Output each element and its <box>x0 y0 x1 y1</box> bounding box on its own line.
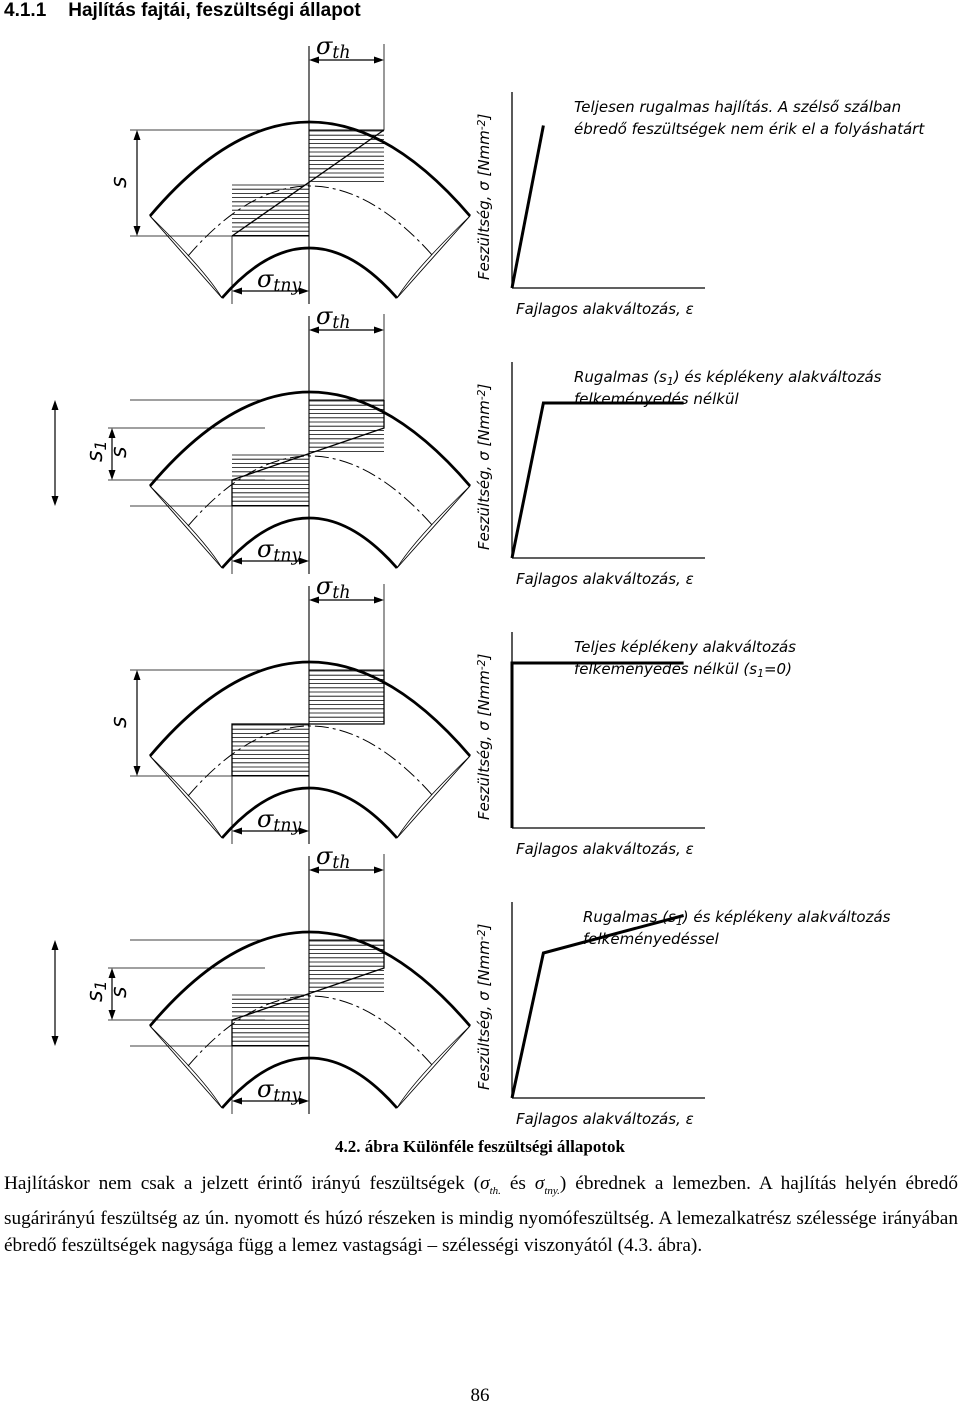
section-number: 4.1.1 <box>4 0 47 21</box>
strip-end-left <box>149 1025 223 1109</box>
stress-distribution <box>231 940 385 1046</box>
strip-end-left <box>149 485 223 569</box>
hatching <box>309 670 384 722</box>
x-axis-label: Fajlagos alakváltozás, ε <box>516 840 694 858</box>
y-axis-label: Feszültség, σ [Nmm-2] <box>475 113 493 280</box>
y-axis-label: Feszültség, σ [Nmm-2] <box>475 653 493 820</box>
hatching <box>232 994 309 1046</box>
neutral-fiber <box>187 725 434 797</box>
chart-title-line-1: Rugalmas (s1) és képlékeny alakváltozás <box>583 908 891 928</box>
stress-strain-curve <box>510 125 545 289</box>
sigma-th-label: σth <box>316 32 350 63</box>
strip-end-left <box>149 215 223 299</box>
sigma-tny-label: σtny <box>257 265 301 296</box>
stress-strain-curve <box>510 661 684 828</box>
s-dimension-label: s <box>107 177 132 188</box>
chart-title-line-1: Teljes képlékeny alakváltozás <box>574 638 796 656</box>
hatching <box>232 184 309 236</box>
page-number: 86 <box>470 1385 490 1406</box>
chart-title-line-2: felkeményedés nélkül <box>574 390 739 408</box>
stress-strain-curve <box>510 914 684 1099</box>
figure-panel-4: σth σtny ss1 Feszültség, σ [Nmm-2] Fajlagos … <box>51 842 891 1128</box>
sigma-tny-label: σtny <box>257 1075 301 1106</box>
chart-title-line-2: ébredő feszültségek nem érik el a folyás… <box>574 120 925 138</box>
strip-end-left <box>149 755 223 839</box>
chart-title-line-1: Rugalmas (s1) és képlékeny alakváltozás <box>574 368 882 388</box>
neutral-fiber <box>187 185 434 257</box>
y-axis-label: Feszültség, σ [Nmm-2] <box>475 923 493 1090</box>
section-heading: 4.1.1 Hajlítás fajtái, feszültségi állapo… <box>4 0 361 22</box>
strip-end-right <box>396 215 471 299</box>
sigma-th-label: σth <box>316 842 350 873</box>
stress-distribution <box>231 400 385 506</box>
figure-panel-1: σth σtny s Feszültség, σ [Nmm-2] Fajlagos al… <box>107 32 925 318</box>
sigma-tny-label: σtny <box>257 535 301 566</box>
strip-end-right <box>396 485 471 569</box>
s-dimension-label: s <box>107 717 132 728</box>
body-paragraph: Hajlításkor nem csak a jelzett érintő ir… <box>4 1173 959 1257</box>
hatching <box>309 130 384 182</box>
neutral-fiber <box>187 995 434 1067</box>
hatching <box>309 940 384 992</box>
sigma-th-label: σth <box>316 572 350 603</box>
x-axis-label: Fajlagos alakváltozás, ε <box>516 1110 694 1128</box>
figure-caption: 4.2. ábra Különféle feszültségi állapoto… <box>335 1137 625 1156</box>
s1-dimension-label: s1 <box>83 440 110 462</box>
figure-panel-3: σth σtny s Feszültség, σ [Nmm-2] Fajlagos al… <box>107 572 796 858</box>
s1-dimension-label: s1 <box>83 980 110 1002</box>
x-axis-label: Fajlagos alakváltozás, ε <box>516 570 694 588</box>
strip-end-right <box>396 755 471 839</box>
s-dimension-label: s <box>107 447 132 458</box>
neutral-fiber <box>187 455 434 527</box>
s-dimension-label: s <box>107 987 132 998</box>
chart-title-line-1: Teljesen rugalmas hajlítás. A szélső szá… <box>574 98 901 116</box>
hatching <box>232 454 309 506</box>
strip-end-right <box>396 1025 471 1109</box>
section-title: Hajlítás fajtái, feszültségi állapot <box>68 0 361 21</box>
hatching <box>232 724 309 776</box>
figure-panel-2: σth σtny ss1 Feszültség, σ [Nmm-2] Fajlagos … <box>51 302 882 588</box>
sigma-th-label: σth <box>316 302 350 333</box>
x-axis-label: Fajlagos alakváltozás, ε <box>516 300 694 318</box>
stress-distribution <box>231 129 385 237</box>
stress-distribution <box>231 670 385 776</box>
sigma-tny-label: σtny <box>257 805 301 836</box>
y-axis-label: Feszültség, σ [Nmm-2] <box>475 383 493 550</box>
stress-strain-curve <box>510 401 684 559</box>
hatching <box>309 400 384 452</box>
chart-title-line-2: felkeményedéssel <box>583 930 720 948</box>
